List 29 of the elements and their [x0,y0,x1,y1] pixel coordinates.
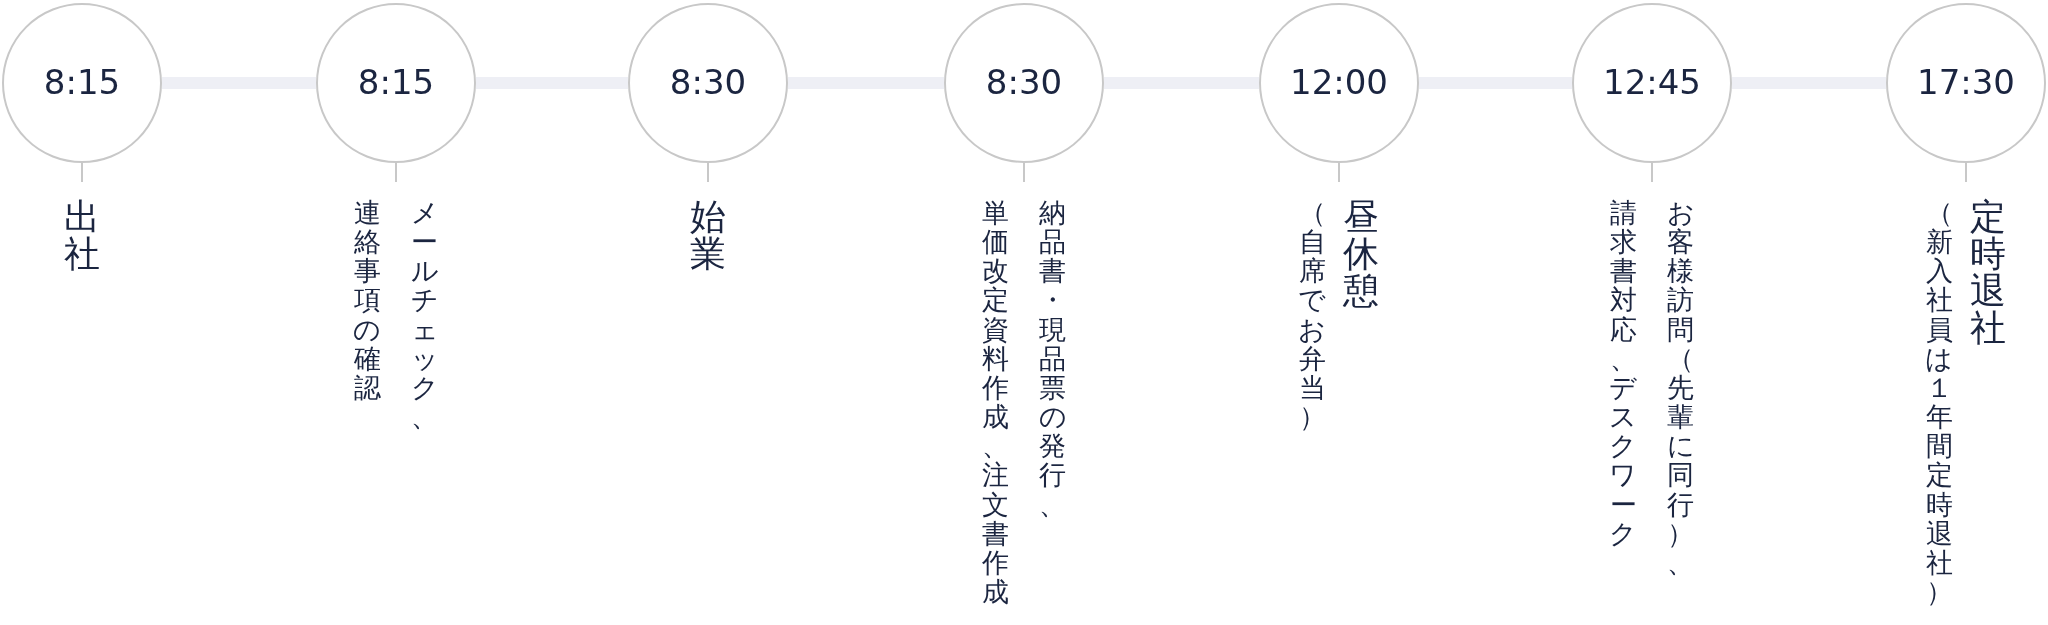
timeline-bar [1104,77,1259,89]
timeline-bar [1419,77,1572,89]
time-label: 12:45 [1603,64,1701,102]
event-title: 始業 [689,198,727,273]
leader-line [1338,162,1340,183]
leader-line [1023,162,1025,183]
timeline-bar [788,77,944,89]
event-note: （新入社員は１年間定時退社） [1924,198,1955,607]
time-label: 8:15 [357,64,435,102]
event-note: （自席でお弁当） [1297,198,1328,432]
event-description: お客様訪問（先輩に同行）、請求書対応、デスクワーク [1608,198,1696,578]
leader-line [395,162,397,183]
leader-line [1651,162,1653,183]
event-description: 納品書・現品票の発行、単価改定資料作成、注文書作成 [980,198,1068,607]
event-title: 定時退社 [1968,198,2007,347]
timeline-bar [162,77,316,89]
time-label: 8:30 [669,64,747,102]
time-label: 12:00 [1290,64,1388,102]
timeline-bar [1732,77,1886,89]
leader-line [707,162,709,183]
event-title: 昼休憩 [1341,198,1380,310]
event-description: メールチェック、連絡事項の確認 [352,198,440,432]
leader-line [81,162,83,183]
event-title: 出社 [63,198,101,273]
time-label: 8:30 [985,64,1063,102]
time-label: 8:15 [43,64,121,102]
leader-line [1965,162,1967,183]
time-label: 17:30 [1917,64,2015,102]
timeline-bar [476,77,628,89]
